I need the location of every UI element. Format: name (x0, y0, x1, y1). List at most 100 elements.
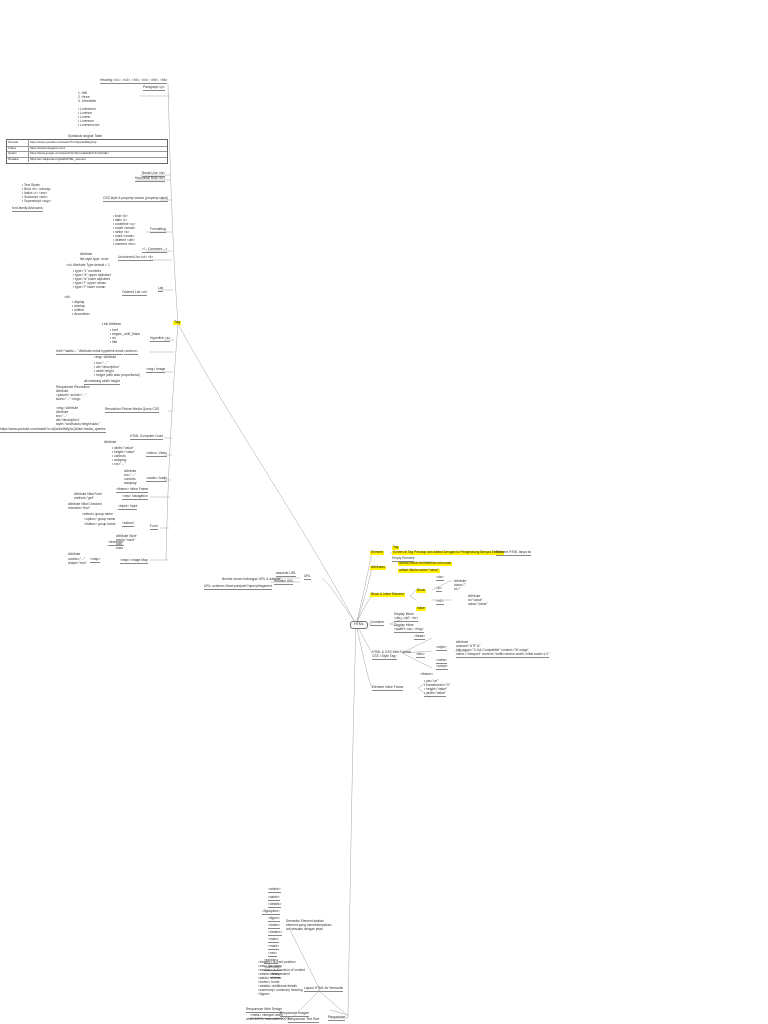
url-relative[interactable]: Relative URL (274, 579, 294, 585)
path-note-node[interactable]: https://www.youtube.com/watch?v=dQw4w9Wg… (0, 427, 106, 433)
iframe-item: <iframe> (420, 672, 434, 676)
nav-node[interactable]: <nav> Navigation (122, 494, 148, 500)
meta-attr[interactable]: name="viewport" content="width=device-wi… (456, 652, 550, 658)
responsive-images[interactable]: Responsive Images (280, 1011, 309, 1017)
semantic-tag[interactable]: <main> (268, 937, 279, 943)
horizontal-rule-node[interactable]: Horizontal Rule <hr> (135, 176, 166, 182)
font-family-node[interactable]: font-family:Arial,sans (12, 206, 43, 212)
layout-semantic-node[interactable]: Layout HTML for Semantic (304, 986, 344, 992)
block-child[interactable]: <div> (436, 575, 445, 581)
image-node[interactable]: <img> Image (146, 367, 166, 373)
media-query-node[interactable]: Resolution Picture Media Query CSS (105, 407, 160, 413)
unordered-sample-2: • Lorennn (78, 111, 93, 115)
semantic-tag[interactable]: <details> (268, 902, 282, 908)
container-item: Display Block (394, 612, 414, 616)
block-child[interactable]: <p> (436, 586, 442, 592)
responsive-node[interactable]: Responsive (328, 1015, 346, 1021)
semantic-tag[interactable]: <header> (268, 930, 283, 936)
semantic-tag[interactable]: <figure> (268, 916, 281, 922)
block-child[interactable]: <h1> (436, 599, 444, 605)
table-cell: Quartz (8, 151, 29, 157)
css-style-node[interactable]: CSS style & property values (property:va… (103, 196, 169, 202)
textarea-attr: resize:"none" (116, 538, 136, 542)
semantic-tag[interactable]: <section> (264, 958, 279, 964)
audio-attr: controls (124, 477, 136, 481)
script-node[interactable]: <script> (436, 664, 448, 670)
attribute-desc-b[interactable]: atribut ditulis name="value" (398, 568, 440, 573)
audio-node[interactable]: <audio> Audio (146, 476, 168, 482)
layout-item: <nav> the menu (258, 964, 282, 968)
style-format-node[interactable]: HTML & CSS Web Format (372, 650, 411, 654)
video-node[interactable]: <video> Video (146, 451, 168, 457)
break-line-node[interactable]: Break Line <br> (142, 171, 166, 177)
semantic-tag[interactable]: <article> (268, 887, 281, 893)
semantic-tag[interactable]: <figcaption> (262, 909, 280, 915)
attribute-desc-a[interactable]: Atribut untuk memberikan Informasi (398, 561, 453, 566)
empty-element-node[interactable]: Empty Element (392, 556, 415, 562)
ordered-list-node[interactable]: Ordered List <ol> (122, 290, 148, 296)
block-inline-node[interactable]: Block & Inline Element (370, 592, 405, 597)
block-node[interactable]: Block (416, 588, 427, 593)
unordered-list-node[interactable]: Unordered List <ul> <li> (118, 255, 154, 261)
root-node[interactable]: HTML (350, 621, 368, 629)
url-node[interactable]: URL (304, 574, 311, 580)
element-content-node[interactable]: Konten di Tag Penutup dan Atribut Dengan… (392, 550, 504, 555)
audio-attr: autoplay (124, 481, 137, 485)
comment-node[interactable]: <!-- Comment --> (142, 247, 168, 253)
head-node[interactable]: <head> (414, 634, 426, 640)
viewport-node[interactable]: Responsive Web Design (246, 1007, 283, 1013)
mailto-node[interactable]: href="mailto:..." Attribute untuk hyperl… (56, 349, 124, 355)
formatting-node[interactable]: Formatting (150, 227, 166, 233)
dl-item: • outline (72, 308, 84, 312)
heading-node[interactable]: Heading <h1>, <h2>, <h3>, <h4>, <h5>, <h… (100, 78, 168, 84)
semantic-tag[interactable]: <nav> (268, 951, 278, 957)
hyperlink-node[interactable]: Hyperlink <a> (150, 336, 171, 342)
semantic-tag[interactable]: <footer> (268, 923, 281, 929)
element-node[interactable]: Element (370, 550, 385, 555)
list-node[interactable]: List (158, 286, 164, 292)
computer-code-node[interactable]: HTML Computer Code (130, 434, 164, 440)
format-item: • deleted <del> (113, 238, 136, 242)
width-note: width:100%; max-width:100% (246, 1017, 290, 1021)
image-map-node[interactable]: <map> Image Map (120, 558, 148, 564)
inline-attr: id="" (454, 587, 461, 591)
img-attr: Attribute (56, 410, 69, 414)
map-node[interactable]: <map> (90, 557, 101, 563)
element-empty-desc[interactable]: Element HTML tanpa isi (496, 550, 532, 556)
link-node[interactable]: <link> (416, 652, 425, 658)
checking-node[interactable]: all checking width height (84, 379, 120, 385)
element-tag-node[interactable]: Tag (392, 545, 400, 550)
responsive-a[interactable]: <meta> viewport width (250, 1013, 283, 1019)
tag-node[interactable]: Tag (173, 320, 182, 325)
form-node[interactable]: Form (150, 524, 158, 530)
input-node[interactable]: <input> Input (118, 504, 138, 510)
form-attr: Attribute Nilai Form (74, 492, 103, 496)
inline-node[interactable]: Inline (416, 606, 426, 611)
iframe-node[interactable]: <iframe> Inline Frame (116, 487, 149, 493)
semantic-tag[interactable]: <aside> (268, 895, 280, 901)
container-item[interactable]: <div>, <p>, <br> (394, 616, 419, 622)
anchor-node[interactable]: <anchor> (124, 349, 138, 355)
textarea-node[interactable]: <textarea> (108, 540, 124, 546)
attributes-node[interactable]: Attributes (370, 565, 386, 570)
select-node[interactable]: <select> (122, 521, 135, 527)
semantic-tag[interactable]: <summary> (264, 965, 282, 971)
responsive-text[interactable]: Responsive Text Size (288, 1017, 320, 1023)
semantic-desc: Semantic Element adalah (286, 919, 324, 923)
textarea-attr: Attribute Style (116, 534, 137, 538)
container-node[interactable]: Container (370, 620, 385, 626)
style-node[interactable]: <style> (436, 645, 447, 651)
iframe-item[interactable]: • width="value" (424, 691, 446, 697)
table-caption: Syntaksis singkat Table (68, 134, 103, 138)
container-item[interactable]: <span>, <a>, <img> (394, 627, 424, 633)
style-format-sub[interactable]: CSS <Style Tag> (372, 654, 398, 660)
meta-node[interactable]: <meta> (436, 658, 448, 664)
paragraph-node[interactable]: Paragraph <p> (143, 85, 165, 91)
iframe-section-node[interactable]: Element Inline Frame (372, 685, 404, 691)
semantic-tag[interactable]: <mark> (268, 944, 280, 950)
semantic-tag[interactable]: <time> (270, 972, 281, 978)
url-absolute[interactable]: absolute URL (276, 571, 296, 577)
url-syntax[interactable]: URL: scheme://host:port/path?query#fragm… (204, 584, 272, 590)
